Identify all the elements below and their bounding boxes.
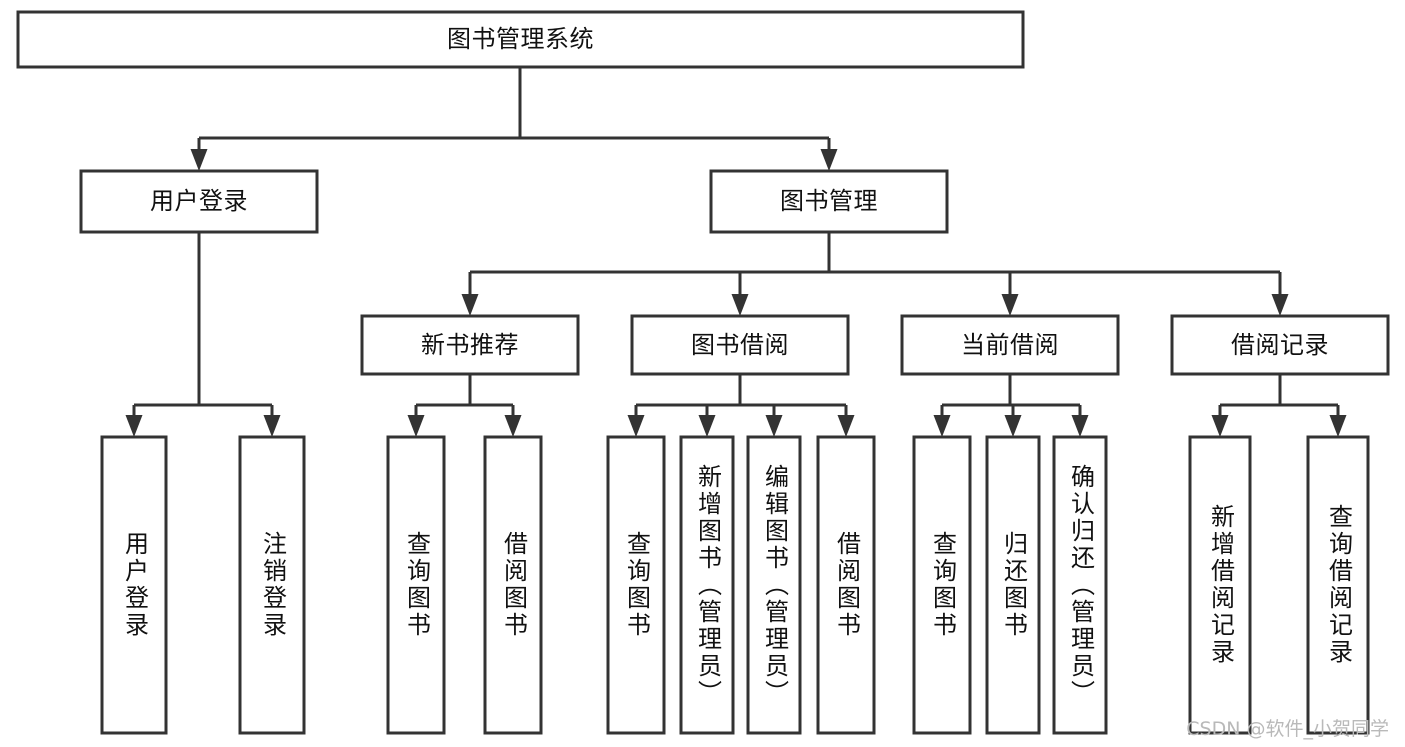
arrow-leaf-user-login-head xyxy=(125,415,143,437)
node-box-leaf-query-record xyxy=(1306,435,1370,735)
node-box-leaf-query-book-cur xyxy=(912,435,972,735)
node-box-root xyxy=(16,10,1025,69)
arrow-new-book-rec-head xyxy=(461,294,479,316)
box-layer xyxy=(16,10,1390,735)
arrow-leaf-edit-book-head xyxy=(765,415,783,437)
connector-layer xyxy=(125,67,1347,437)
node-box-leaf-borrow-book xyxy=(816,435,876,735)
arrow-leaf-add-book-head xyxy=(698,415,716,437)
node-box-leaf-query-book-borrow xyxy=(606,435,666,735)
node-box-leaf-logout xyxy=(238,435,306,735)
arrow-leaf-return-book-head xyxy=(1004,415,1022,437)
node-box-borrow-record xyxy=(1170,314,1390,376)
arrow-leaf-logout-head xyxy=(263,415,281,437)
csdn-watermark: CSDN @软件_小贺同学 xyxy=(1186,718,1389,740)
arrow-leaf-borrow-book-head xyxy=(837,415,855,437)
arrow-book-manage-head xyxy=(820,149,838,171)
node-box-leaf-confirm-return xyxy=(1052,435,1108,735)
arrow-leaf-query-record-head xyxy=(1329,415,1347,437)
node-box-leaf-return-book xyxy=(985,435,1041,735)
arrow-leaf-confirm-return-head xyxy=(1071,415,1089,437)
arrow-leaf-borrow-book-rec-head xyxy=(504,415,522,437)
node-box-leaf-edit-book xyxy=(746,435,802,735)
node-box-leaf-add-book xyxy=(679,435,735,735)
node-box-leaf-borrow-book-rec xyxy=(483,435,543,735)
node-box-leaf-user-login xyxy=(100,435,168,735)
arrow-current-borrow-head xyxy=(1001,294,1019,316)
node-box-leaf-add-record xyxy=(1188,435,1252,735)
node-box-book-manage xyxy=(709,169,949,234)
node-box-leaf-query-book-rec xyxy=(386,435,446,735)
arrow-leaf-query-book-cur-head xyxy=(933,415,951,437)
node-box-user-login xyxy=(79,169,319,234)
arrow-borrow-record-head xyxy=(1271,294,1289,316)
arrow-book-borrow-head xyxy=(731,294,749,316)
arrow-leaf-query-book-rec-head xyxy=(407,415,425,437)
arrow-leaf-add-record-head xyxy=(1211,415,1229,437)
node-box-book-borrow xyxy=(630,314,850,376)
node-box-current-borrow xyxy=(900,314,1120,376)
node-box-new-book-rec xyxy=(360,314,580,376)
arrow-user-login-head xyxy=(190,149,208,171)
arrow-leaf-query-book-borrow-head xyxy=(627,415,645,437)
